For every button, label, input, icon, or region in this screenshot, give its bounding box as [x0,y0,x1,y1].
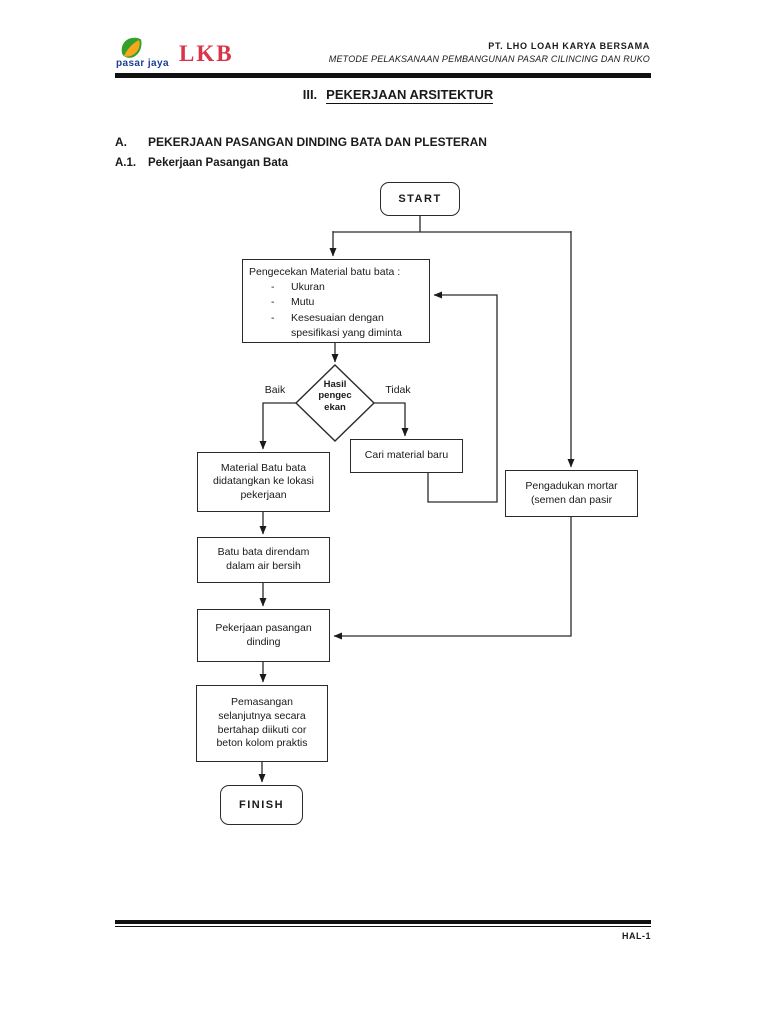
check-title: Pengecekan Material batu bata : [249,266,401,278]
chapter-heading: III. PEKERJAAN ARSITEKTUR [14,87,768,104]
flowchart-mortar-node: Pengadukan mortar (semen dan pasir [505,470,638,517]
branch-label-tidak: Tidak [385,384,411,396]
flowchart-rendam-node: Batu bata direndam dalam air bersih [197,537,330,583]
header-text-block: PT. LHO LOAH KARYA BERSAMA METODE PELAKS… [250,41,650,64]
lkb-logo-text: LKB [179,41,234,66]
flowchart-dinding-node: Pekerjaan pasangan dinding [197,609,330,662]
subsection-title: Pekerjaan Pasangan Bata [148,157,288,169]
flowchart-check-node: Pengecekan Material batu bata : - Ukuran… [242,259,430,343]
subsection-number: A.1. [115,157,137,169]
subsection-heading: A.1. Pekerjaan Pasangan Bata [115,157,288,169]
document-title: METODE PELAKSANAAN PEMBANGUNAN PASAR CIL… [328,54,650,64]
flowchart-material-node: Material Batu bata didatangkan ke lokasi… [197,452,330,512]
list-dash: - [271,296,275,309]
section-title: PEKERJAAN PASANGAN DINDING BATA DAN PLES… [148,135,487,149]
flowchart-start-node: START [380,182,460,216]
list-dash: - [271,311,275,324]
flowchart-pemasangan-node: Pemasangan selanjutnya secara bertahap d… [196,685,328,762]
pasarjaya-leaf-icon [119,37,145,66]
header-rule [115,73,651,78]
check-item: - Ukuran [249,280,423,295]
branch-label-baik: Baik [264,384,286,396]
page-number: HAL-1 [622,931,651,941]
check-item-label: Mutu [291,296,315,309]
footer-rule [115,920,651,927]
connector-mortar-to-dinding [333,517,572,640]
connector-tidak-branch [374,402,409,437]
decision-node-label: Hasil pengec ekan [318,379,352,413]
list-dash: - [271,281,275,294]
connector-baik-branch [259,402,296,450]
chapter-number: III. [302,87,318,102]
company-name: PT. LHO LOAH KARYA BERSAMA [488,41,650,51]
connector-feedback-loop [427,291,498,503]
chapter-title: PEKERJAAN ARSITEKTUR [326,87,494,104]
check-item-label: Ukuran [291,281,325,294]
section-letter: A. [115,135,127,149]
flowchart-cari-node: Cari material baru [350,439,463,473]
flowchart-finish-node: FINISH [220,785,303,825]
pasarjaya-logo-text: pasar jaya [116,58,169,69]
decision-diamond-shape [294,364,376,442]
section-heading: A. PEKERJAAN PASANGAN DINDING BATA DAN P… [115,135,487,149]
check-item-label: Kesesuaian dengan spesifikasi yang dimin… [291,311,402,339]
check-item: - Mutu [249,295,423,310]
check-item: - Kesesuaian dengan spesifikasi yang dim… [249,311,423,341]
